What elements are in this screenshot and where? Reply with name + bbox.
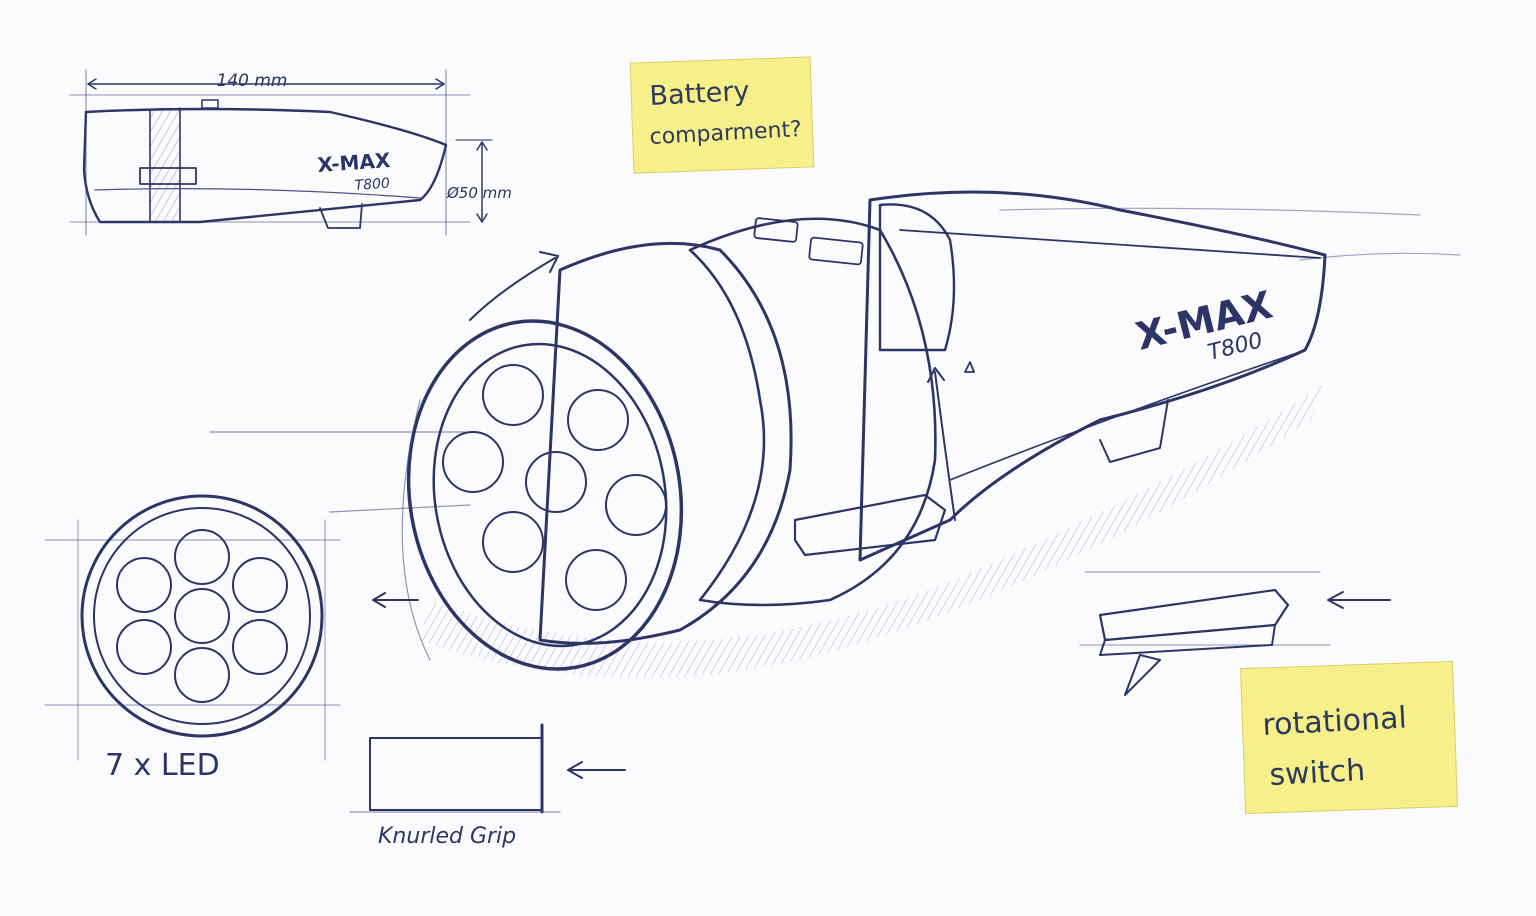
- switch-detail: [1079, 571, 1391, 696]
- side-model-label: T800: [354, 176, 390, 194]
- main-led-cluster: [442, 364, 667, 611]
- battery-sticky-note: [629, 56, 815, 174]
- side-brand-label: X-MAX: [317, 148, 392, 177]
- switch-sticky-note: [1240, 660, 1459, 815]
- switch-note-line1: rotational: [1262, 700, 1408, 743]
- diameter-label: Ø50 mm: [446, 184, 512, 202]
- led-count-label: 7 x LED: [105, 748, 220, 783]
- main-flashlight-drawing: [209, 190, 1461, 678]
- length-label: 140 mm: [217, 71, 288, 91]
- knurled-grip-detail: [349, 723, 626, 814]
- led-front-detail: [44, 494, 419, 761]
- diameter-dimension-arrow: [455, 139, 493, 223]
- side-view-drawing: [69, 69, 493, 236]
- grip-label: Knurled Grip: [378, 824, 516, 849]
- length-dimension-arrow: [87, 78, 445, 90]
- switch-note-line2: switch: [1269, 753, 1366, 793]
- battery-note-line1: Battery: [649, 76, 750, 112]
